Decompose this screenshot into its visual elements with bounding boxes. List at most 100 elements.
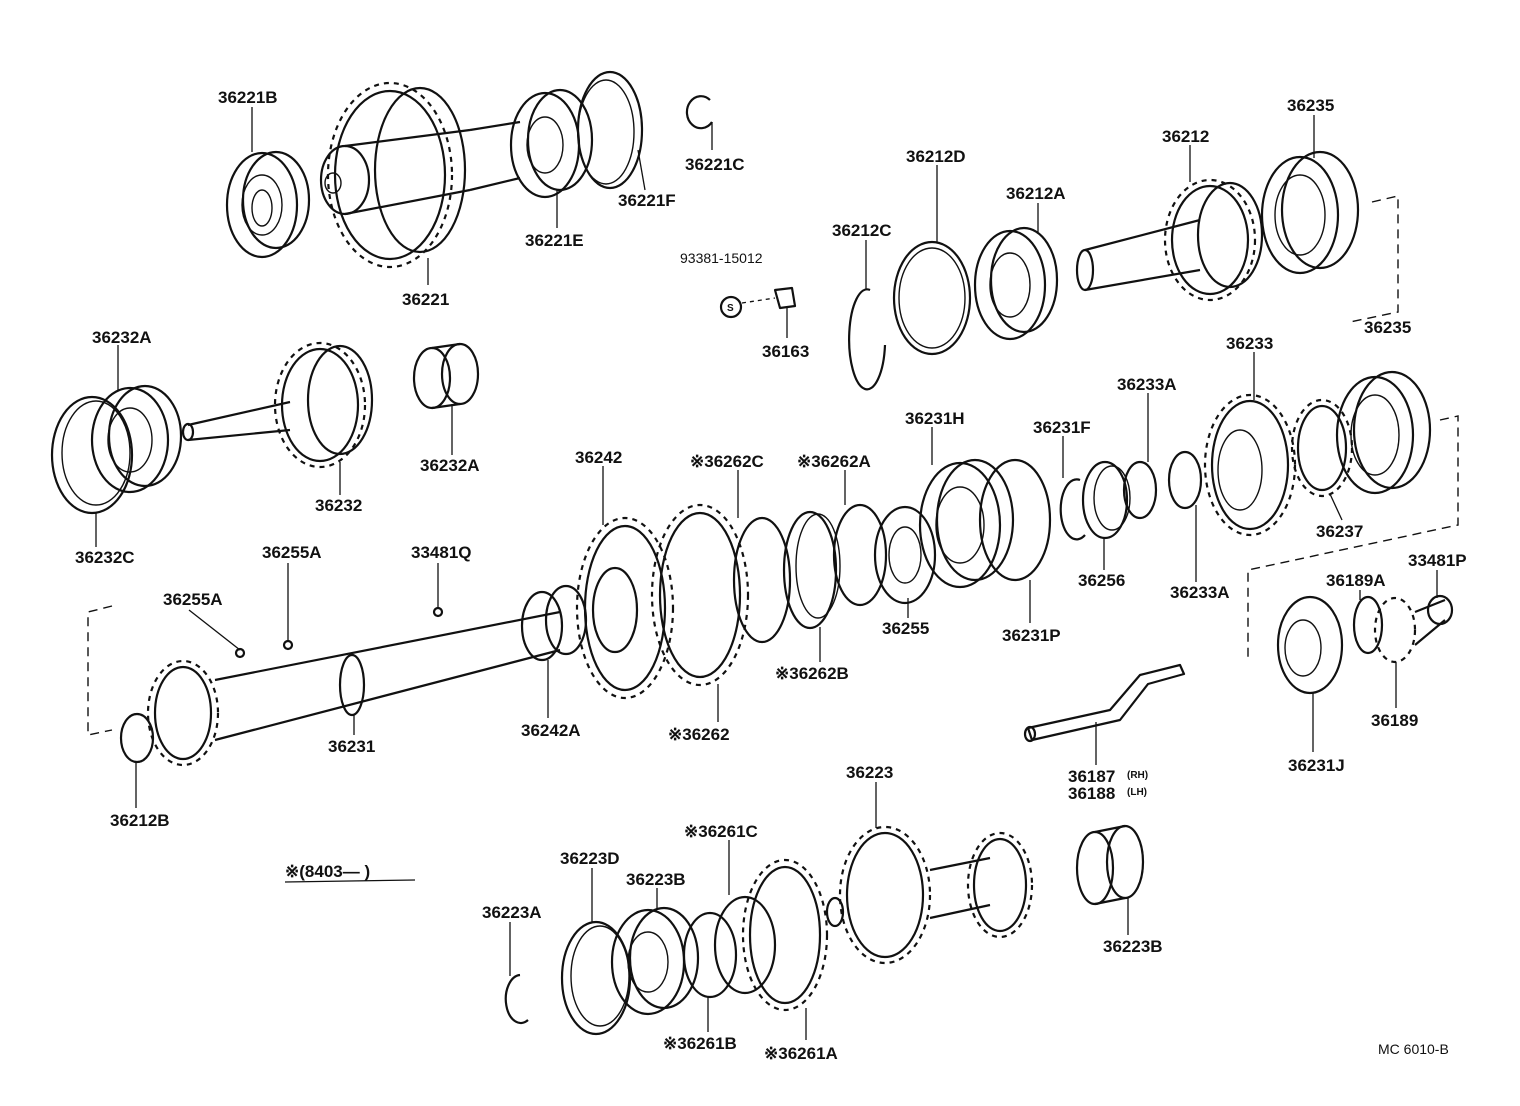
label-36188: 36188 [1068,784,1115,803]
part-36256-collar [1081,460,1131,540]
leader-lines [95,107,1438,1040]
label-36255: 36255 [882,619,929,638]
part-33481Q-ball [432,606,444,618]
part-36212B-pilot-bearing [119,712,155,764]
label-36261C: ※36261C [684,822,758,841]
label-36231: 36231 [328,737,375,756]
group-bracket-36235 [1349,195,1399,323]
part-36262A-ring [832,503,888,607]
label-36256: 36256 [1078,571,1125,590]
part-36255A-ball-upper [282,639,294,651]
label-36232A-right: 36232A [420,456,480,475]
label-36223: 36223 [846,763,893,782]
part-36255A-ball-lower [234,647,246,659]
part-36223B-needle-bearing-right [1075,824,1145,906]
part-36231-main-shaft [146,610,561,767]
label-36231H: 36231H [905,409,965,428]
part-36221B-bearing [225,150,311,259]
label-36223D: 36223D [560,849,620,868]
part-36221F-snap-ring [576,70,644,190]
part-36187-shift-fork [1023,663,1186,743]
part-36232A-bearing-outer [90,384,183,494]
label-36221E: 36221E [525,231,584,250]
label-36242: 36242 [575,448,622,467]
label-36232A-left: 36232A [92,328,152,347]
label-36231P: 36231P [1002,626,1061,645]
part-36212D-snap-ring [892,240,972,356]
label-36237: 36237 [1316,522,1363,541]
part-36231J-bearing [1276,595,1344,695]
label-93381-15012: 93381-15012 [680,250,763,266]
label-36221B: 36221B [218,88,278,107]
part-36231F-snap-ring [1059,478,1086,541]
label-36188-side: (LH) [1127,787,1147,798]
label-36262: ※36262 [668,725,730,744]
label-36235-lower: 36235 [1364,318,1411,337]
label-36221C: 36221C [685,155,745,174]
part-36261C-ring [713,895,777,995]
label-36231J: 36231J [1288,756,1345,775]
label-36187: 36187 [1068,767,1115,786]
part-36223A-snap-ring [504,973,529,1025]
label-36212D: 36212D [906,147,966,166]
label-36187-side: (RH) [1127,770,1148,781]
group-bracket-36255 [87,605,113,736]
label-33481P: 33481P [1408,551,1467,570]
part-33481P-gear [1426,594,1454,626]
part-36163-key [741,286,797,310]
part-36235-synchro-upper [1260,150,1360,275]
group-bracket-36231J [1247,415,1459,662]
part-36231H-bearing [918,458,1015,589]
part-36262B-ring [782,510,841,630]
part-36231P-snap-ring [978,458,1052,582]
label-36255A-left: 36255A [163,590,223,609]
part-36262-synchro-gear [650,503,750,687]
part-36212-output-gear [1075,178,1264,302]
part-36233A-needle-bearing [1122,450,1203,520]
label-36262A: ※36262A [797,452,871,471]
label-36212B: 36212B [110,811,170,830]
label-36223B-left: 36223B [626,870,686,889]
label-36255A-mid: 36255A [262,543,322,562]
part-36237-hub [1290,398,1354,498]
part-36235-synchro-lower [1335,370,1432,495]
diagram-code: MC 6010-B [1378,1041,1449,1057]
part-36261A-gear [741,858,829,1012]
label-S-symbol: S [727,303,734,314]
label-36212C: 36212C [832,221,892,240]
label-36262B: ※36262B [775,664,849,683]
label-36221: 36221 [402,290,449,309]
label-36233: 36233 [1226,334,1273,353]
label-36223B-right: 36223B [1103,937,1163,956]
label-36233A-upper: 36233A [1117,375,1177,394]
label-36231F: 36231F [1033,418,1091,437]
part-36189-speedo-gear [1373,596,1446,664]
label-36212A: 36212A [1006,184,1066,203]
part-36233-gear [1203,393,1297,537]
part-36255-ring [873,505,937,605]
label-36221F: 36221F [618,191,676,210]
part-36212A-bearing [973,226,1059,341]
part-36221-input-gear [319,81,521,269]
label-36232C: 36232C [75,548,135,567]
part-36232A-needle-bearing [412,342,480,410]
part-36232-counter-gear [181,341,374,469]
label-36261A: ※36261A [764,1044,838,1063]
part-36223-counter-shaft [825,825,1034,965]
label-36262C: ※36262C [690,452,764,471]
label-36189: 36189 [1371,711,1418,730]
label-36212: 36212 [1162,127,1209,146]
label-36242A: 36242A [521,721,581,740]
part-93381-ball [719,295,743,319]
label-36233A-lower: 36233A [1170,583,1230,602]
part-36232C-snap-ring [50,395,134,515]
label-36163: 36163 [762,342,809,361]
part-36212C-snap-ring [848,288,887,391]
part-36261B-ring [682,911,738,999]
note-production-date: ※(8403— ) [285,862,370,881]
label-36232: 36232 [315,496,362,515]
part-36189A-ring [1352,595,1384,655]
label-36189A: 36189A [1326,571,1386,590]
label-36261B: ※36261B [663,1034,737,1053]
